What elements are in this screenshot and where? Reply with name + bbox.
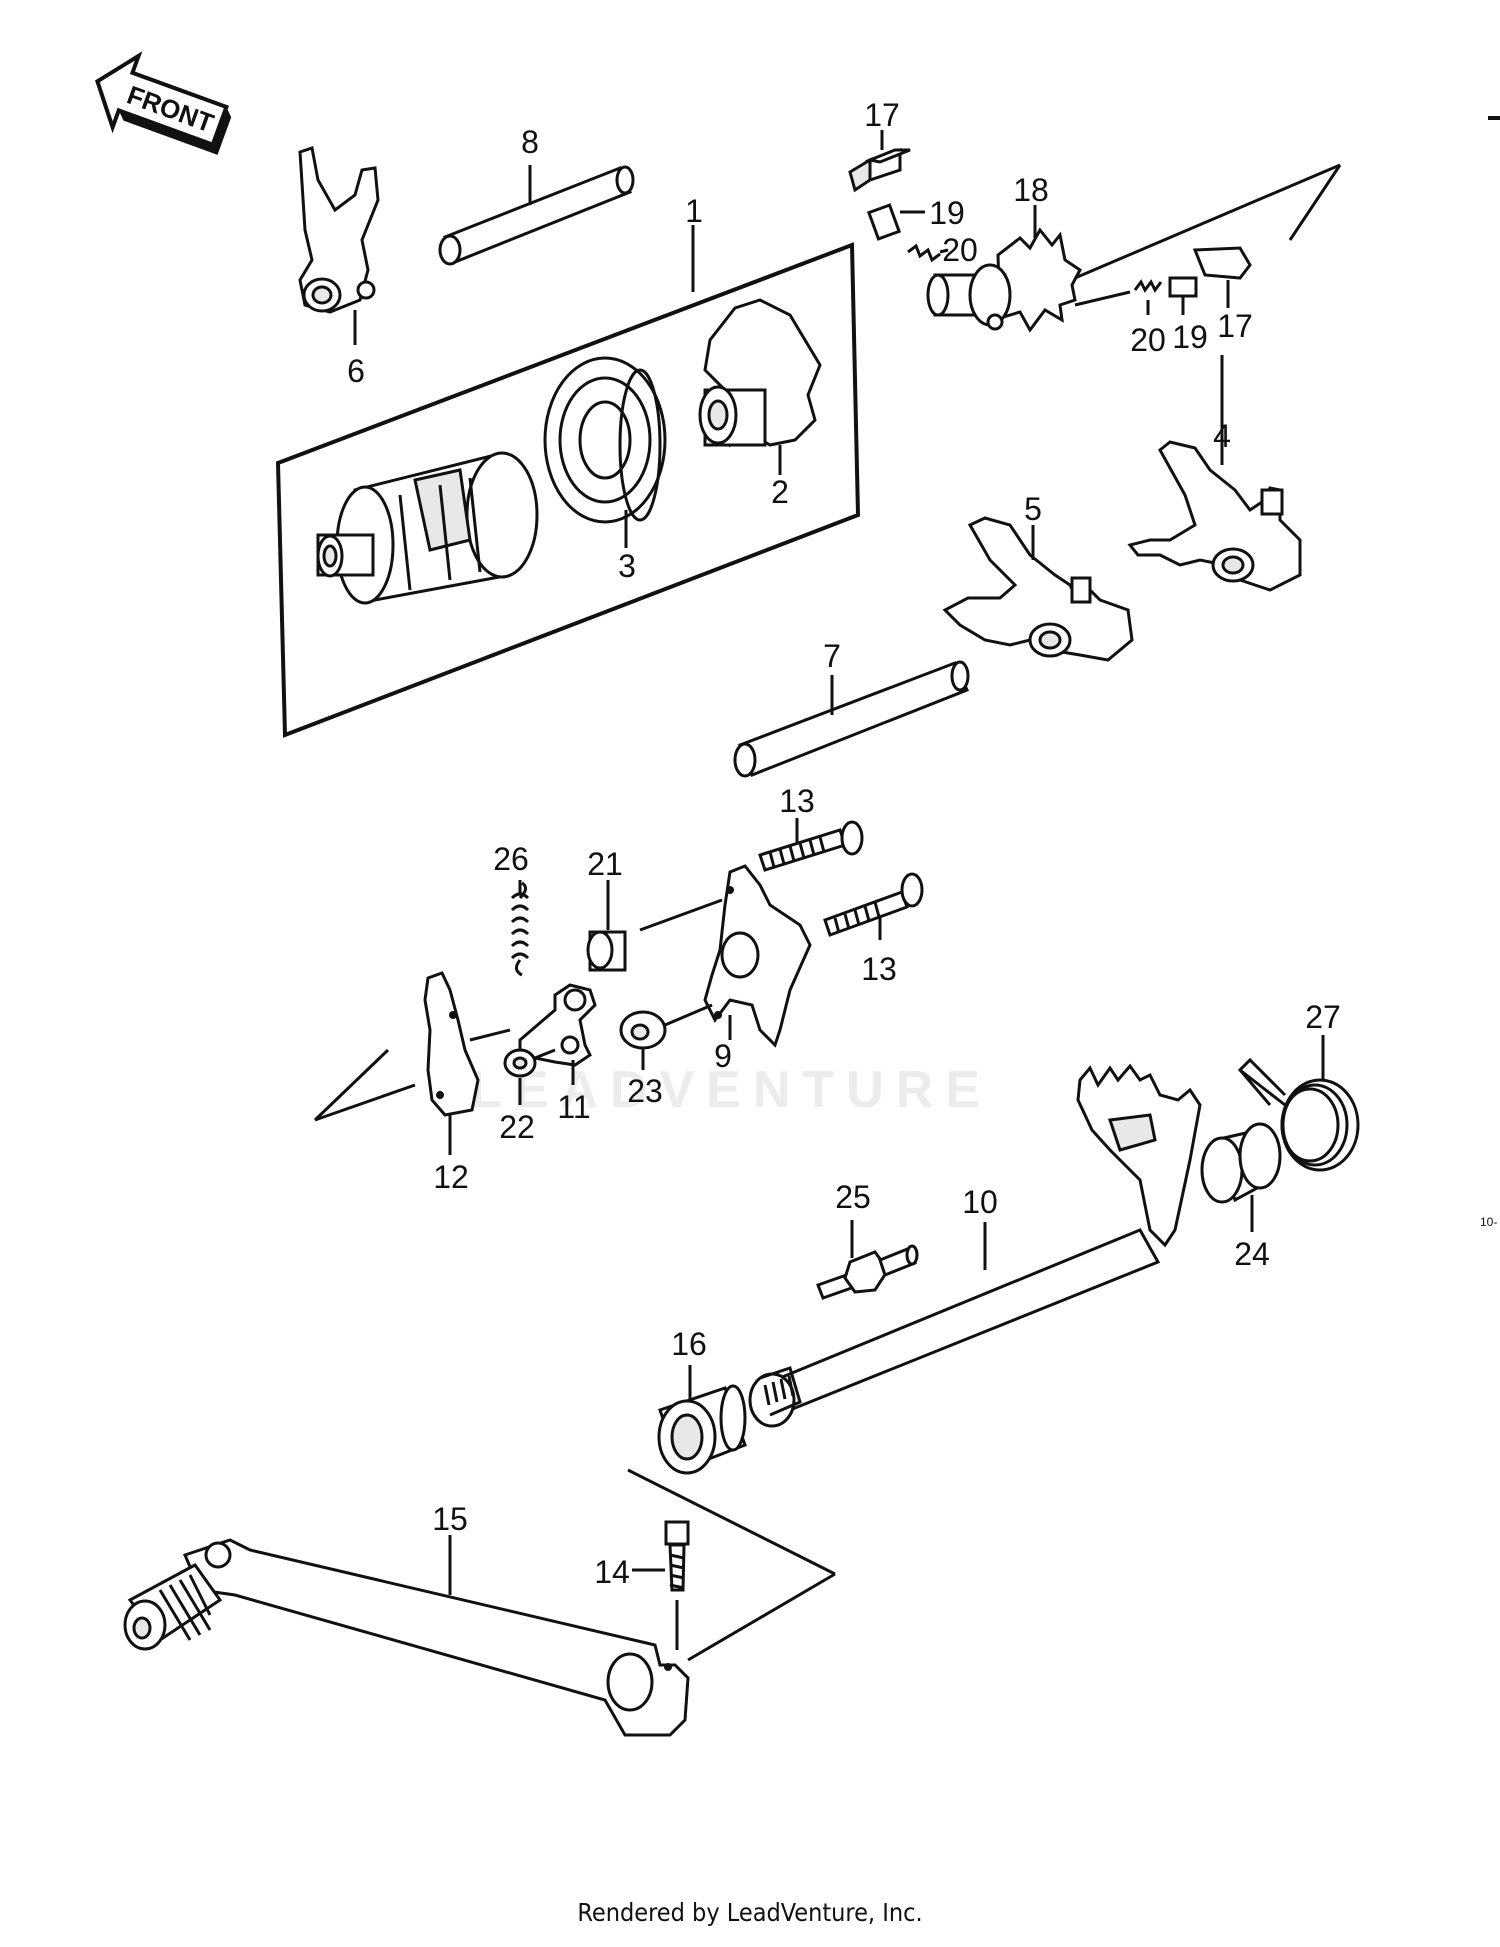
spring-26 [510, 880, 530, 977]
callout-17-top: 17 [864, 97, 900, 133]
gear-18 [926, 205, 1082, 333]
callout-9: 9 [714, 1038, 732, 1074]
torsion-spring-27 [1237, 1035, 1360, 1172]
callout-16: 16 [671, 1326, 707, 1362]
callout-13-lower: 13 [861, 951, 897, 987]
shift-fork-5 [942, 516, 1134, 662]
leader-20-right [1074, 290, 1131, 307]
collar-24 [1200, 1122, 1282, 1232]
callout-8: 8 [521, 124, 539, 160]
shaft-7 [733, 660, 970, 778]
pin-17-right [1192, 246, 1252, 308]
watermark: LEADVENTURE [470, 1061, 993, 1119]
callout-10: 10 [962, 1184, 998, 1220]
shift-drum-1 [316, 451, 539, 605]
arm-11 [518, 983, 597, 1085]
callout-19-right: 19 [1172, 319, 1208, 355]
callout-19-top: 19 [929, 195, 965, 231]
callout-21: 21 [587, 846, 623, 882]
leader-17-right-2 [1288, 164, 1342, 241]
callout-15: 15 [432, 1501, 468, 1537]
collar-16 [627, 1365, 836, 1576]
shaft-8 [438, 165, 635, 266]
callout-27: 27 [1305, 999, 1341, 1035]
shift-fork-6 [298, 146, 380, 345]
shift-shaft-10 [748, 1063, 1202, 1428]
star-plate-2 [698, 298, 822, 475]
collar-21 [586, 880, 723, 972]
callout-18: 18 [1013, 172, 1049, 208]
stopper-plate-9 [703, 864, 812, 1048]
leader-17-right [1074, 163, 1341, 280]
pin-17-top [848, 130, 911, 193]
callouts: 1 2 3 4 5 6 7 8 9 10 11 12 13 13 14 15 1… [347, 97, 1341, 1590]
bolt-13-upper [758, 818, 864, 872]
callout-5: 5 [1024, 491, 1042, 527]
arm-plate-12 [313, 971, 511, 1155]
bearing-3 [543, 356, 667, 548]
spring-20-right [1133, 279, 1163, 315]
assembly-box [275, 242, 861, 738]
callout-20-top: 20 [942, 232, 978, 268]
pin-19-top [866, 203, 925, 241]
callout-12: 12 [433, 1159, 469, 1195]
callout-14: 14 [594, 1554, 630, 1590]
front-arrow-icon: FRONT [95, 51, 232, 155]
callout-22: 22 [499, 1109, 535, 1145]
bolt-25 [816, 1220, 919, 1300]
callout-23: 23 [627, 1073, 663, 1109]
shift-pedal-15 [123, 1535, 836, 1737]
callout-20-right: 20 [1130, 322, 1166, 358]
callout-1: 1 [685, 193, 703, 229]
pin-19-right [1168, 276, 1198, 315]
washer-22 [503, 1048, 556, 1105]
callout-6: 6 [347, 353, 365, 389]
spring-20-top [907, 243, 949, 263]
callout-11: 11 [557, 1089, 590, 1125]
bolt-13-lower [823, 872, 924, 940]
side-code: 10- [1480, 1215, 1498, 1229]
callout-25: 25 [835, 1179, 871, 1215]
footer-credit: Rendered by LeadVenture, Inc. [577, 1898, 923, 1927]
callout-2: 2 [771, 474, 789, 510]
shift-fork-4 [1127, 355, 1302, 592]
callout-24: 24 [1234, 1236, 1270, 1272]
bolt-14 [632, 1520, 690, 1650]
callout-13-upper: 13 [779, 783, 815, 819]
callout-4: 4 [1213, 418, 1231, 454]
callout-3: 3 [618, 548, 636, 584]
callout-26: 26 [493, 841, 529, 877]
callout-17-right: 17 [1217, 308, 1253, 344]
collar-23 [619, 1003, 713, 1070]
callout-7: 7 [823, 638, 841, 674]
